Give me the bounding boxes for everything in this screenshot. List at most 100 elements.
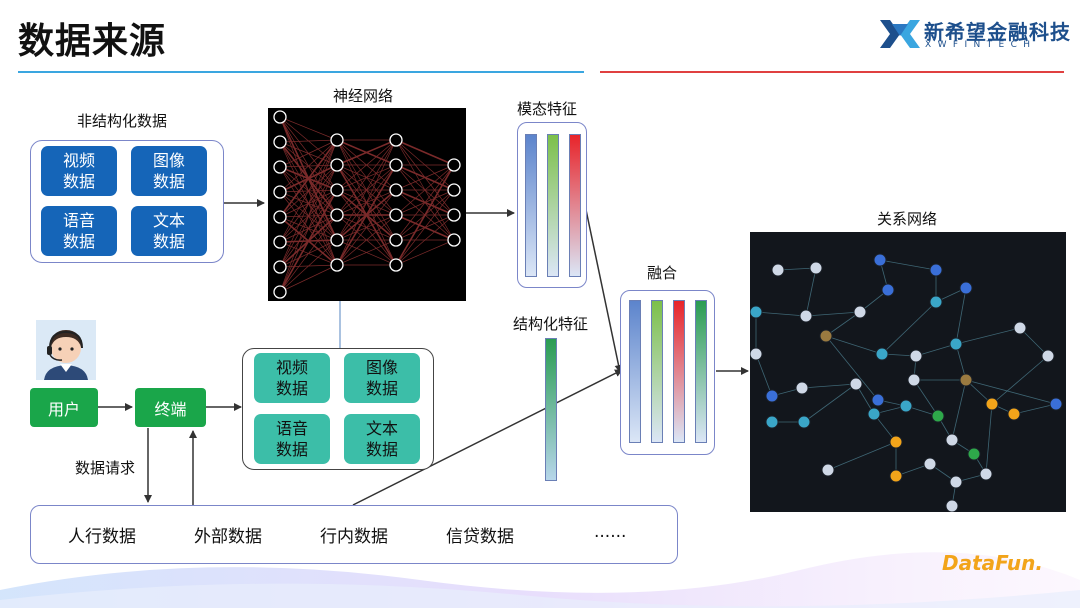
unstructured-data-label: 非结构化数据 bbox=[77, 112, 168, 130]
graph-node bbox=[1007, 407, 1021, 421]
nn-edge bbox=[279, 264, 338, 293]
graph-node bbox=[1049, 397, 1063, 411]
nn-edge bbox=[279, 116, 338, 141]
nn-node bbox=[447, 233, 461, 247]
relation-network-graph bbox=[749, 232, 1066, 513]
terminal-data-group: 视频 数据 图像 数据 语音 数据 文本 数据 bbox=[242, 348, 434, 470]
relation-network-svg bbox=[749, 253, 1063, 513]
structured-feature-label: 结构化特征 bbox=[513, 315, 589, 333]
source-external-data: 外部数据 bbox=[194, 527, 262, 547]
graph-edge bbox=[955, 327, 1021, 345]
nn-edge bbox=[336, 239, 397, 266]
nn-node bbox=[447, 183, 461, 197]
graph-edge bbox=[955, 287, 967, 345]
page-title: 数据来源 bbox=[18, 21, 167, 62]
nn-node bbox=[389, 258, 403, 272]
graph-node bbox=[945, 499, 959, 513]
neural-network-graph bbox=[273, 110, 461, 299]
graph-node bbox=[1041, 349, 1055, 363]
graph-edge bbox=[915, 343, 957, 357]
nn-node bbox=[447, 158, 461, 172]
nn-edge bbox=[336, 214, 397, 266]
graph-node bbox=[929, 295, 943, 309]
graph-edge bbox=[805, 311, 861, 317]
graph-edge bbox=[951, 379, 967, 441]
nn-edge bbox=[336, 139, 397, 216]
nn-node bbox=[330, 133, 344, 147]
graph-node bbox=[853, 305, 867, 319]
unstructured-data-group: 视频 数据 图像 数据 语音 数据 文本 数据 bbox=[30, 140, 224, 263]
nn-edge bbox=[279, 139, 338, 168]
source-pboc-data: 人行数据 bbox=[68, 527, 136, 547]
graph-node bbox=[867, 407, 881, 421]
nn-node bbox=[389, 183, 403, 197]
nn-node bbox=[389, 233, 403, 247]
nn-node bbox=[330, 208, 344, 222]
nn-edge bbox=[395, 164, 455, 266]
nn-node bbox=[273, 210, 287, 224]
graph-node bbox=[1013, 321, 1027, 335]
graph-edge bbox=[991, 355, 1049, 405]
graph-edge bbox=[879, 259, 937, 271]
terminal-node: 终端 bbox=[135, 388, 206, 427]
structured-feature-bar bbox=[545, 338, 557, 481]
graph-node bbox=[765, 389, 779, 403]
graph-node bbox=[967, 447, 981, 461]
logo-english-name: XWFINTECH bbox=[925, 40, 1037, 50]
user-node: 用户 bbox=[30, 388, 98, 427]
nn-node bbox=[273, 185, 287, 199]
graph-node bbox=[873, 253, 887, 267]
xw-logo-icon bbox=[880, 20, 920, 48]
header-rule-blue bbox=[18, 71, 584, 73]
source-internal-data: 行内数据 bbox=[320, 527, 388, 547]
nn-edge bbox=[395, 164, 455, 216]
graph-edge bbox=[801, 383, 857, 389]
graph-node bbox=[749, 347, 763, 361]
graph-edge bbox=[965, 379, 1057, 405]
nn-edge bbox=[279, 139, 338, 243]
nn-node bbox=[273, 135, 287, 149]
graph-edge bbox=[1019, 327, 1049, 357]
decorative-wave bbox=[0, 552, 1080, 608]
datafun-logo: DataFun. bbox=[942, 551, 1043, 575]
user-avatar bbox=[36, 320, 96, 380]
graph-node bbox=[949, 337, 963, 351]
nn-edge bbox=[279, 139, 338, 293]
graph-node bbox=[929, 263, 943, 277]
graph-node bbox=[949, 475, 963, 489]
nn-node bbox=[389, 208, 403, 222]
nn-edge bbox=[336, 164, 397, 266]
graph-node bbox=[923, 457, 937, 471]
neural-network-diagram bbox=[268, 108, 466, 301]
graph-edge bbox=[985, 403, 993, 475]
graph-node bbox=[809, 261, 823, 275]
modal-feature-label: 模态特征 bbox=[517, 100, 578, 118]
data-request-label: 数据请求 bbox=[75, 459, 136, 477]
fusion-bar-green bbox=[651, 300, 663, 443]
nn-edge bbox=[395, 139, 455, 166]
graph-node bbox=[875, 347, 889, 361]
nn-edge bbox=[279, 164, 338, 293]
graph-node bbox=[797, 415, 811, 429]
graph-edge bbox=[825, 311, 861, 337]
graph-node bbox=[771, 263, 785, 277]
terminal-image-data-tile: 图像 数据 bbox=[344, 353, 420, 403]
source-more: ...... bbox=[594, 522, 627, 542]
graph-node bbox=[945, 433, 959, 447]
neural-network-label: 神经网络 bbox=[333, 87, 394, 105]
graph-node bbox=[795, 381, 809, 395]
nn-node bbox=[330, 258, 344, 272]
graph-edge bbox=[1013, 403, 1057, 415]
graph-edge bbox=[825, 335, 883, 355]
graph-node bbox=[959, 373, 973, 387]
terminal-video-data-tile: 视频 数据 bbox=[254, 353, 330, 403]
graph-node bbox=[799, 309, 813, 323]
nn-edge bbox=[336, 139, 397, 166]
terminal-text-data-tile: 文本 数据 bbox=[344, 414, 420, 464]
nn-edge bbox=[279, 139, 338, 218]
logo-chinese-name: 新希望金融科技 bbox=[924, 20, 1071, 44]
graph-node bbox=[849, 377, 863, 391]
graph-node bbox=[959, 281, 973, 295]
graph-node bbox=[819, 329, 833, 343]
